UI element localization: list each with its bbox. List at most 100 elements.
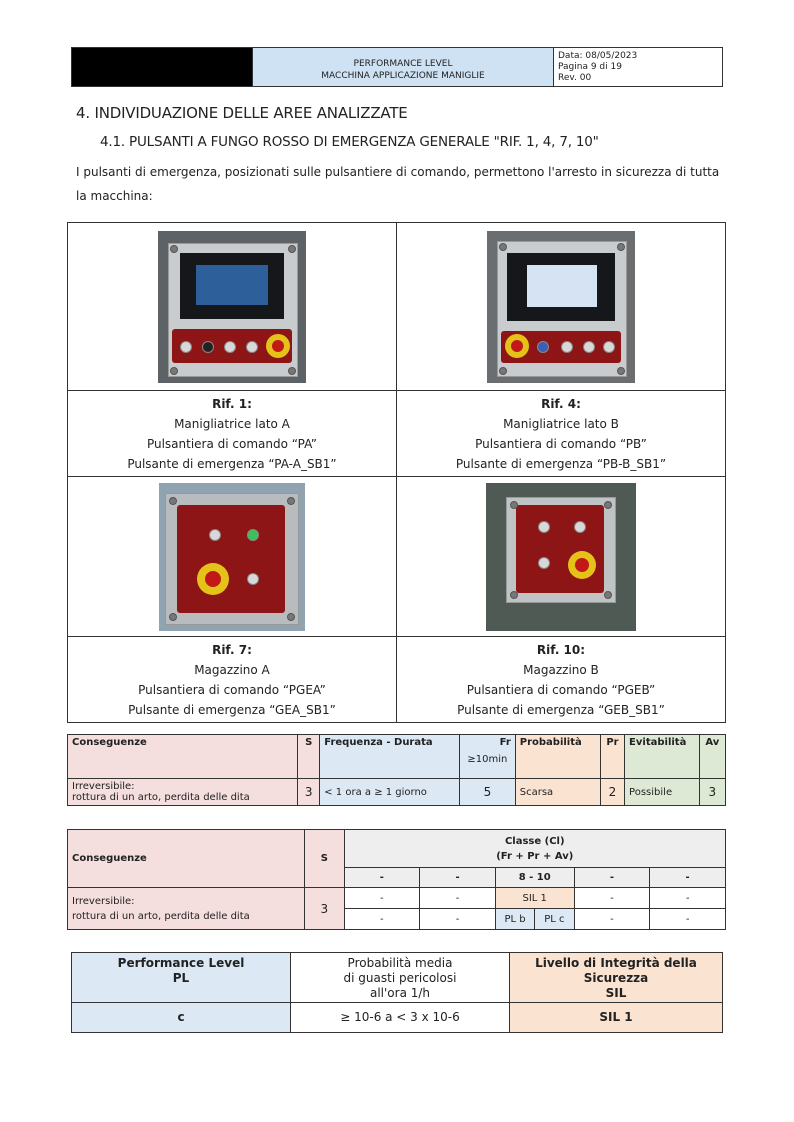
t2-cons-line2: rottura di un arto, perdita delle dita xyxy=(72,910,250,922)
t2-r1-c1: - xyxy=(343,887,421,909)
caption-rif7-line1: Magazzino A xyxy=(194,663,270,677)
t1-cell-av: 3 xyxy=(698,778,727,806)
t3-h2-line1: Probabilità media xyxy=(347,956,453,970)
caption-rif7-ref: Rif. 7: xyxy=(212,643,252,657)
caption-rif1: Rif. 1: Manigliatrice lato A Pulsantiera… xyxy=(67,390,397,477)
t1-cell-conseguenze: Irreversibile: rottura di un arto, perdi… xyxy=(66,778,299,806)
photo-cell-rif1 xyxy=(67,222,397,391)
caption-rif1-ref: Rif. 1: xyxy=(212,397,252,411)
panel-photo-rif10 xyxy=(485,482,636,631)
photo-cell-rif4 xyxy=(395,222,727,391)
t1-header-s: S xyxy=(297,734,321,779)
t2-class-4: - xyxy=(573,867,651,888)
page-header: PERFORMANCE LEVEL MACCHINA APPLICAZIONE … xyxy=(71,47,723,87)
t2-r1-c5: - xyxy=(649,887,726,909)
t1-cell-frequenza: < 1 ora a ≥ 1 giorno xyxy=(319,778,461,806)
t3-value-pl: c xyxy=(71,1002,291,1033)
caption-rif4: Rif. 4: Manigliatrice lato B Pulsantiera… xyxy=(395,390,727,477)
t2-r2-plb: PL b xyxy=(494,908,536,930)
t2-class-1: - xyxy=(343,867,421,888)
t2-header-classe: Classe (Cl) (Fr + Pr + Av) xyxy=(343,829,726,868)
section-subheading: 4.1. PULSANTI A FUNGO ROSSO DI EMERGENZA… xyxy=(100,134,599,150)
t1-header-probabilita: Probabilità xyxy=(514,734,601,779)
t2-class-3: 8 - 10 xyxy=(494,867,575,888)
t2-r2-c2: - xyxy=(419,908,496,930)
t2-classe-line2: (Fr + Pr + Av) xyxy=(496,850,574,862)
class-matrix-table: Conseguenze S Classe (Cl) (Fr + Pr + Av)… xyxy=(66,829,726,930)
document-date: Data: 08/05/2023 xyxy=(558,50,638,61)
caption-rif10: Rif. 10: Magazzino B Pulsantiera di coma… xyxy=(395,636,727,723)
pl-sil-summary-table: Performance Level PL Probabilità media d… xyxy=(71,952,723,1033)
t3-h1-line2: PL xyxy=(172,971,190,985)
t2-r2-c1: - xyxy=(343,908,421,930)
t1-header-conseguenze: Conseguenze xyxy=(66,734,299,779)
caption-rif1-line2: Pulsantiera di comando “PA” xyxy=(146,437,318,451)
t3-h2-line3: all'ora 1/h xyxy=(369,986,431,1000)
t1-cell-probabilita: Scarsa xyxy=(514,778,601,806)
caption-rif1-line3: Pulsante di emergenza “PA-A_SB1” xyxy=(127,457,337,471)
t1-header-pr: Pr xyxy=(599,734,626,779)
caption-rif10-line2: Pulsantiera di comando “PGEB” xyxy=(466,683,656,697)
t1-cons-line1: Irreversibile: xyxy=(72,781,135,792)
t3-h3-line1: Livello di Integrità della Sicurezza xyxy=(535,956,697,985)
t1-cell-evitabilita: Possibile xyxy=(624,778,700,806)
t3-header-pl: Performance Level PL xyxy=(71,952,291,1003)
photo-grid: Rif. 1: Manigliatrice lato A Pulsantiera… xyxy=(67,222,727,723)
t3-value-sil: SIL 1 xyxy=(509,1002,723,1033)
t1-header-frequenza: Frequenza - Durata xyxy=(319,734,461,779)
t2-header-conseguenze: Conseguenze xyxy=(66,829,306,888)
t2-r1-c2: - xyxy=(419,887,496,909)
t2-r2-plc: PL c xyxy=(534,908,575,930)
t1-cell-pr: 2 xyxy=(599,778,626,806)
company-logo xyxy=(71,47,253,87)
t1-header-fr-label: Fr xyxy=(499,737,511,748)
t3-h3-line2: SIL xyxy=(605,986,627,1000)
t2-r2-c4: - xyxy=(573,908,651,930)
t2-r1-c3: SIL 1 xyxy=(494,887,575,909)
panel-photo-rif1 xyxy=(157,230,306,383)
t2-classe-line1: Classe (Cl) xyxy=(504,835,565,847)
t3-h1-line1: Performance Level xyxy=(117,956,245,970)
t1-header-fr-note: ≥10min xyxy=(467,754,508,765)
t2-cell-s: 3 xyxy=(304,887,345,930)
caption-rif4-line1: Manigliatrice lato B xyxy=(503,417,619,431)
caption-rif7-line3: Pulsante di emergenza “GEA_SB1” xyxy=(128,703,336,717)
t2-class-2: - xyxy=(419,867,496,888)
intro-paragraph: I pulsanti di emergenza, posizionati sul… xyxy=(76,165,720,203)
caption-rif10-ref: Rif. 10: xyxy=(536,643,586,657)
document-page: Pagina 9 di 19 xyxy=(558,61,622,72)
t2-cons-line1: Irreversibile: xyxy=(72,895,135,907)
caption-rif4-ref: Rif. 4: xyxy=(541,397,581,411)
caption-rif7: Rif. 7: Magazzino A Pulsantiera di coman… xyxy=(67,636,397,723)
document-title: PERFORMANCE LEVEL MACCHINA APPLICAZIONE … xyxy=(252,47,554,87)
photo-cell-rif10 xyxy=(395,476,727,637)
t3-header-sil: Livello di Integrità della Sicurezza SIL xyxy=(509,952,723,1003)
caption-rif1-line1: Manigliatrice lato A xyxy=(174,417,290,431)
document-meta: Data: 08/05/2023 Pagina 9 di 19 Rev. 00 xyxy=(553,47,723,87)
section-heading: 4. INDIVIDUAZIONE DELLE AREE ANALIZZATE xyxy=(76,104,408,122)
caption-rif7-line2: Pulsantiera di comando “PGEA” xyxy=(138,683,326,697)
t2-r1-c4: - xyxy=(573,887,651,909)
t1-header-evitabilita: Evitabilità xyxy=(624,734,700,779)
t2-header-s: S xyxy=(304,829,345,888)
caption-rif4-line3: Pulsante di emergenza “PB-B_SB1” xyxy=(455,457,667,471)
document-revision: Rev. 00 xyxy=(558,72,592,83)
t2-r2-c5: - xyxy=(649,908,726,930)
t2-cell-conseguenze: Irreversibile: rottura di un arto, perdi… xyxy=(66,887,306,930)
t1-header-fr: Fr ≥10min xyxy=(459,734,516,779)
risk-parameters-table: Conseguenze S Frequenza - Durata Fr ≥10m… xyxy=(66,734,727,806)
t3-header-probabilita: Probabilità media di guasti pericolosi a… xyxy=(290,952,510,1003)
t1-header-av: Av xyxy=(698,734,727,779)
caption-rif10-line3: Pulsante di emergenza “GEB_SB1” xyxy=(457,703,665,717)
t3-value-probabilita: ≥ 10-6 a < 3 x 10-6 xyxy=(290,1002,510,1033)
t1-cell-fr: 5 xyxy=(459,778,516,806)
panel-photo-rif7 xyxy=(158,482,305,631)
t1-cons-line2: rottura di un arto, perdita delle dita xyxy=(72,792,250,803)
t1-cell-s: 3 xyxy=(297,778,321,806)
t3-h2-line2: di guasti pericolosi xyxy=(343,971,457,985)
t2-class-5: - xyxy=(649,867,726,888)
photo-cell-rif7 xyxy=(67,476,397,637)
caption-rif10-line1: Magazzino B xyxy=(523,663,599,677)
document-title-line2: MACCHINA APPLICAZIONE MANIGLIE xyxy=(321,70,485,81)
document-title-line1: PERFORMANCE LEVEL xyxy=(353,58,453,69)
